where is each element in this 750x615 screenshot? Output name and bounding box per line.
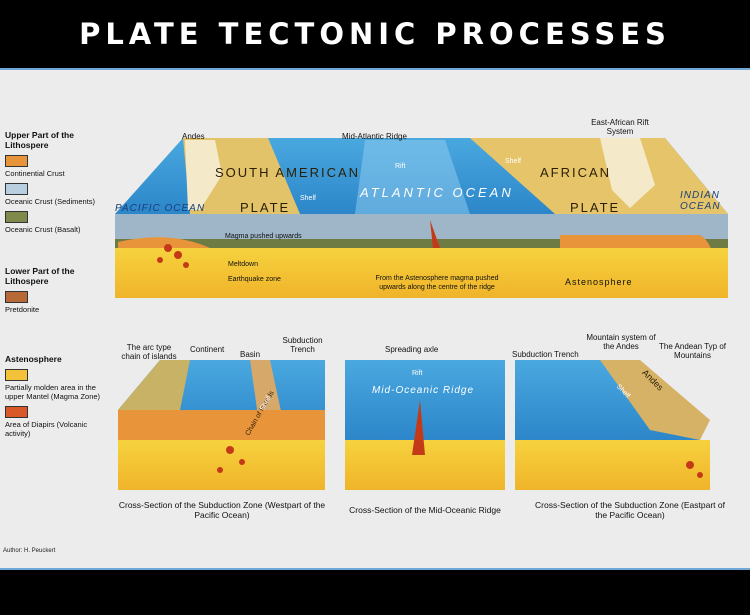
diagram-artwork — [115, 138, 728, 490]
legend-label-continental: Continential Crust — [5, 169, 65, 178]
label-astheno-note: From the Astenosphere magma pushed upwar… — [375, 275, 499, 291]
astenosphere-layer — [115, 248, 728, 298]
legend-label-sediments: Oceanic Crust (Sediments) — [5, 197, 96, 206]
basalt-layer — [115, 239, 728, 248]
legend-swatch-continental — [5, 155, 28, 167]
page-title: PLATE TECTONIC PROCESSES — [79, 17, 671, 51]
label-plate-left: PLATE — [240, 200, 291, 215]
label-mountain-system: Mountain system of the Andes — [586, 333, 656, 351]
island-chain — [118, 360, 190, 410]
andes-block — [600, 360, 710, 440]
poster-panel: Upper Part of the Lithospere Continentia… — [0, 68, 750, 570]
label-andean-type: The Andean Typ of Mountains — [658, 342, 726, 360]
right-diapirs — [686, 461, 703, 478]
legend-swatch-pretdonite — [5, 291, 28, 303]
volcano-diapirs — [157, 244, 189, 268]
label-african: AFRICAN — [540, 165, 612, 180]
middle-surface — [345, 360, 505, 440]
label-shelf-left: Shelf — [300, 195, 316, 202]
caption-middle: Cross-Section of the Mid-Oceanic Ridge — [349, 505, 501, 515]
african-land — [470, 138, 728, 214]
ridge-zone — [355, 140, 470, 214]
legend-label-diapirs: Area of Diapirs (Volcanic activity) — [5, 420, 88, 438]
legend-swatch-sediments — [5, 183, 28, 195]
rift-mountains — [600, 138, 655, 208]
bottom-bar — [0, 570, 750, 615]
label-plate-right: PLATE — [570, 200, 621, 215]
legend-swatch-diapirs — [5, 406, 28, 418]
caption-left: Cross-Section of the Subduction Zone (We… — [118, 500, 326, 520]
middle-astenosphere — [345, 440, 505, 490]
label-earthquake-zone: Earthquake zone — [228, 276, 281, 283]
label-basin: Basin — [240, 350, 261, 359]
label-east-african-rift: East-African Rift System — [591, 118, 649, 136]
legend-heading-upper: Upper Part of the Lithospere — [5, 130, 74, 150]
label-atlantic-ocean: ATLANTIC OCEAN — [360, 185, 514, 200]
label-indian-ocean: INDIAN OCEAN — [680, 190, 721, 212]
label-mid-oceanic-ridge: Mid-Oceanic Ridge — [372, 385, 475, 396]
crust-layer — [115, 214, 728, 239]
left-astenosphere — [118, 440, 325, 490]
legend: Upper Part of the Lithospere Continentia… — [5, 130, 105, 438]
legend-label-magma: Partially molden area in the upper Mante… — [5, 383, 101, 401]
label-meltdown: Meltdown — [228, 261, 258, 268]
legend-swatch-magma — [5, 369, 28, 381]
label-rift-middle: Rift — [412, 370, 423, 377]
andes-range — [185, 140, 222, 210]
label-arc-islands: The arc type chain of islands — [121, 343, 177, 361]
left-crust — [118, 410, 325, 440]
legend-swatch-basalt — [5, 211, 28, 223]
legend-label-basalt: Oceanic Crust (Basalt) — [5, 225, 81, 234]
label-subduction-trench-right: Subduction Trench — [512, 350, 579, 359]
label-shelf-right: Shelf — [505, 158, 521, 165]
top-block-diagram — [115, 138, 728, 298]
label-south-american: SOUTH AMERICAN — [215, 165, 361, 180]
legend-heading-astenosphere: Astenosphere — [5, 354, 62, 364]
middle-block-diagram — [345, 360, 505, 490]
label-mid-atlantic-ridge: Mid-Atlantic Ridge — [342, 132, 407, 141]
ridge-magma — [430, 220, 440, 248]
label-andes: Andes — [182, 132, 205, 141]
label-pacific-ocean: PACIFIC OCEAN — [115, 203, 206, 214]
label-continent: Continent — [190, 345, 225, 354]
caption-right: Cross-Section of the Subduction Zone (Ea… — [535, 500, 725, 520]
title-bar: PLATE TECTONIC PROCESSES — [0, 0, 750, 68]
author-credit: Author: H. Peuckert — [3, 548, 56, 554]
label-spreading-axle: Spreading axle — [385, 345, 439, 354]
left-diapirs — [217, 446, 245, 473]
right-astenosphere — [515, 440, 710, 490]
legend-heading-lower: Lower Part of the Lithospere — [5, 266, 75, 286]
left-block-diagram — [118, 360, 325, 490]
label-rift-top: Rift — [395, 163, 406, 170]
right-block-diagram — [515, 360, 710, 490]
label-magma-pushed: Magma pushed upwards — [225, 233, 302, 240]
middle-rift-magma — [412, 400, 425, 455]
label-astenosphere: Astenosphere — [565, 277, 633, 287]
label-subduction-trench-left: Subduction Trench — [282, 336, 323, 354]
legend-label-pretdonite: Pretdonite — [5, 305, 40, 314]
